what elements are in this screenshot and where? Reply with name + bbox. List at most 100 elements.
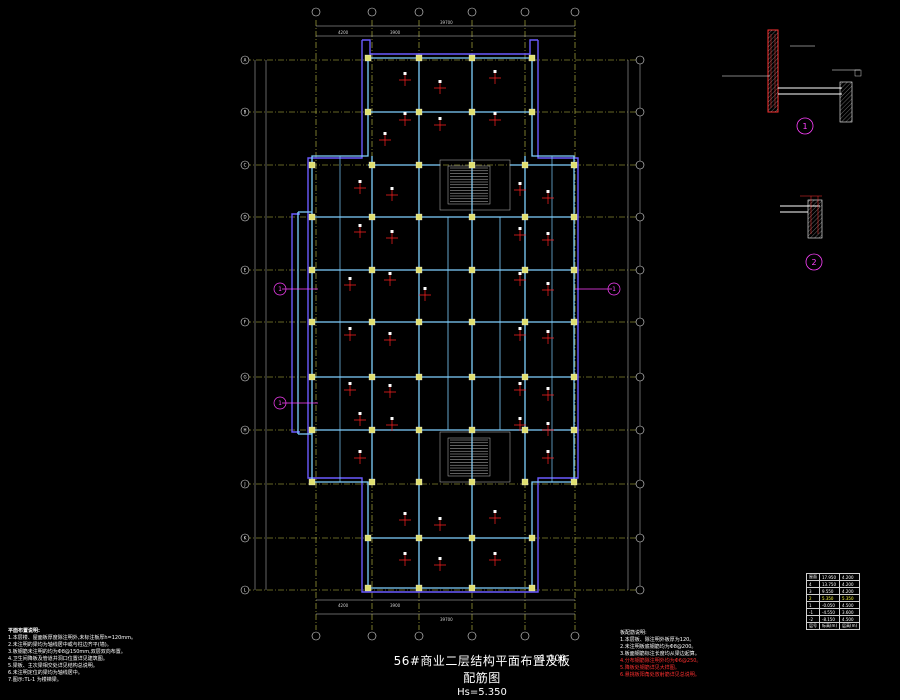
note-line: 4.卫生间降板及管道井洞口位置详见建筑图。 — [8, 656, 108, 662]
grid-label: E — [244, 268, 247, 273]
grid-bubble — [635, 317, 645, 327]
dim-bottom-total: 39700 — [440, 617, 453, 622]
grid-bubble — [635, 533, 645, 543]
rebar-mark — [399, 74, 411, 86]
rebar-tag — [348, 277, 352, 280]
column — [570, 161, 578, 169]
rebar-mark — [542, 234, 554, 246]
column — [415, 213, 423, 221]
table-cell: 13.750 — [818, 580, 841, 588]
rebar-mark — [386, 419, 398, 431]
column — [468, 54, 476, 62]
structural-notes-left: 平面布置说明:1.本层楼、屋面板厚度除注明外,未标注板厚h=120mm。2.未注… — [8, 628, 136, 684]
grid-bubble — [635, 585, 645, 595]
section-marker-left: 1 — [278, 286, 282, 293]
column — [521, 161, 529, 169]
table-cell: 标高(m) — [818, 622, 841, 630]
column — [415, 584, 423, 592]
drawing-title: 56#商业二层结构平面布置及板配筋图 — [393, 654, 571, 685]
rebar-mark — [434, 519, 446, 531]
rebar-tag — [403, 512, 407, 515]
rebar-mark — [384, 274, 396, 286]
dim-bottom-a: 4200 — [338, 603, 349, 608]
rebar-mark — [419, 289, 431, 301]
grid-bubble — [311, 631, 321, 641]
column — [468, 584, 476, 592]
section-detail-2: 2 — [780, 195, 823, 271]
column — [570, 318, 578, 326]
note-line: 6.悬挑板阳角处放射筋详见总说明。 — [620, 672, 700, 678]
column — [415, 534, 423, 542]
rebar-tag — [546, 387, 550, 390]
grid-bubble — [414, 7, 424, 17]
column — [415, 426, 423, 434]
column — [415, 54, 423, 62]
rebar-tag — [493, 552, 497, 555]
rebar-tag — [388, 332, 392, 335]
table-cell: 17.950 — [818, 573, 841, 581]
column — [308, 318, 316, 326]
table-cell: -1 — [806, 608, 820, 616]
grid-bubble — [240, 372, 250, 382]
note-line: 5.降板处钢筋详见大样图。 — [620, 665, 680, 671]
grid-bubble — [240, 212, 250, 222]
table-cell: 4.500 — [839, 601, 861, 609]
rebar-mark — [354, 452, 366, 464]
grid-label: G — [243, 375, 246, 380]
rebar-tag — [423, 287, 427, 290]
column — [415, 108, 423, 116]
column — [368, 478, 376, 486]
rebar-mark — [514, 229, 526, 241]
rebar-mark — [399, 514, 411, 526]
column — [368, 318, 376, 326]
column — [528, 584, 536, 592]
table-cell: 2 — [806, 594, 820, 602]
column — [468, 534, 476, 542]
rebar-mark — [434, 559, 446, 571]
grid-bubble — [240, 55, 250, 65]
note-line: 5.梁板、主次梁相交处详见结构总说明。 — [8, 663, 98, 669]
rebar-tag — [518, 272, 522, 275]
rebar-mark — [399, 554, 411, 566]
grid-bubble — [520, 631, 530, 641]
rebar-mark — [542, 452, 554, 464]
column — [468, 426, 476, 434]
column — [368, 213, 376, 221]
dim-top-a: 4200 — [338, 30, 349, 35]
table-cell: 屋面 — [806, 573, 820, 581]
column — [528, 54, 536, 62]
rebar-tag — [348, 382, 352, 385]
column — [308, 213, 316, 221]
grid-bubble — [570, 631, 580, 641]
table-row: 层号标高(m)层高(m) — [806, 622, 861, 630]
rebar-mark — [542, 424, 554, 436]
column — [521, 213, 529, 221]
section-1-label: 1 — [802, 122, 807, 131]
column — [468, 161, 476, 169]
grid-bubble — [635, 479, 645, 489]
rebar-tag — [546, 282, 550, 285]
column — [521, 373, 529, 381]
table-cell: 4 — [806, 580, 820, 588]
rebar-mark — [514, 419, 526, 431]
note-line: 1.本层板、除注明外板厚为120。 — [620, 637, 695, 643]
table-cell: -8.150 — [818, 615, 841, 623]
column — [308, 161, 316, 169]
rebar-tag — [518, 417, 522, 420]
rebar-mark — [354, 226, 366, 238]
rebar-tag — [438, 557, 442, 560]
rebar-mark — [489, 114, 501, 126]
table-cell: 9.550 — [818, 587, 841, 595]
structural-notes-right: 板配筋说明:1.本层板、除注明外板厚为120。2.未注明板底钢筋均为Φ8@200… — [620, 630, 701, 679]
table-cell: 层高(m) — [839, 622, 861, 630]
grid-bubble — [467, 7, 477, 17]
rebar-tag — [358, 180, 362, 183]
dim-top-total: 39700 — [440, 20, 453, 25]
grid-bubble — [635, 160, 645, 170]
grid-bubble — [240, 533, 250, 543]
grid-bubble — [635, 372, 645, 382]
rebar-mark — [344, 384, 356, 396]
rebar-mark — [399, 114, 411, 126]
table-cell: -2 — [806, 615, 820, 623]
